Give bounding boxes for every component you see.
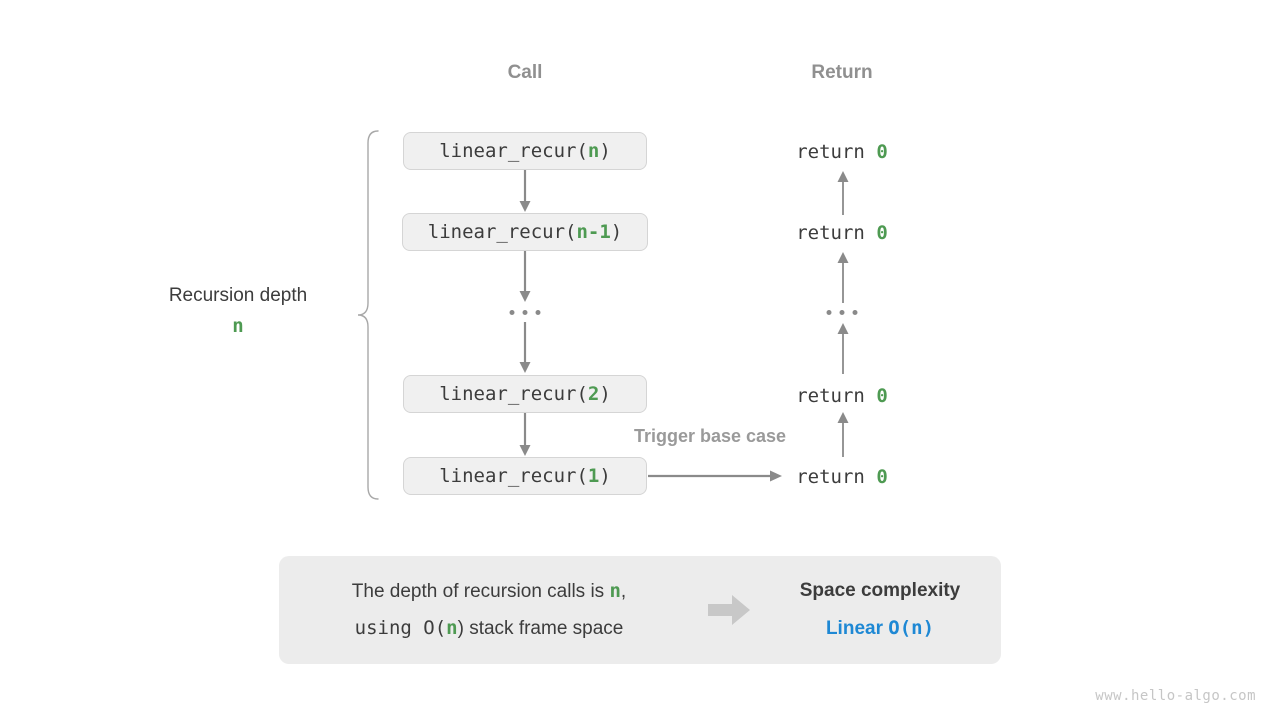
call-frame-arg: n: [587, 140, 600, 162]
call-arrow-down-icon: [519, 251, 531, 302]
call-frame-suffix: ): [599, 383, 611, 405]
summary-line1-after: ,: [620, 580, 627, 602]
return-keyword: return: [796, 466, 877, 488]
return-label[interactable]: return 0: [796, 385, 888, 407]
call-frame-suffix: ): [599, 465, 611, 487]
summary-line1-variable: n: [609, 579, 621, 602]
return-value: 0: [876, 385, 888, 407]
return-arrow-up-icon: [837, 412, 849, 457]
recursion-depth-label: Recursion depth n: [169, 285, 307, 337]
summary-line2-variable: n: [446, 617, 458, 639]
call-frame-box[interactable]: linear_recur(n-1): [402, 213, 648, 251]
return-keyword: return: [796, 222, 877, 244]
return-value: 0: [876, 141, 888, 163]
call-frame-prefix: linear_recur(: [427, 221, 577, 243]
summary-line2-after: ) stack frame space: [457, 618, 624, 639]
summary-line-2: using O(n) stack frame space: [279, 610, 699, 647]
summary-panel: The depth of recursion calls is n, using…: [279, 556, 1001, 664]
call-arrow-down-icon: [519, 413, 531, 456]
summary-line1-before: The depth of recursion calls is: [351, 580, 610, 602]
recursion-depth-variable: n: [232, 315, 244, 337]
call-frame-arg: 1: [587, 465, 600, 487]
call-arrow-down-icon: [519, 170, 531, 212]
call-frame-box[interactable]: linear_recur(1): [403, 457, 647, 495]
return-label[interactable]: return 0: [796, 141, 888, 163]
call-frame-prefix: linear_recur(: [439, 465, 588, 487]
call-frame-suffix: ): [599, 140, 611, 162]
base-case-arrow-icon: [648, 470, 782, 482]
recursion-depth-text: Recursion depth: [168, 285, 308, 306]
return-ellipsis-icon: [826, 310, 858, 315]
call-frame-prefix: linear_recur(: [439, 383, 588, 405]
right-block-arrow-icon: [708, 595, 750, 625]
return-arrow-up-icon: [837, 171, 849, 215]
trigger-base-case-label: Trigger base case: [633, 426, 787, 446]
call-frame-arg: n-1: [576, 221, 611, 243]
return-label[interactable]: return 0: [796, 466, 888, 488]
call-frame-box[interactable]: linear_recur(n): [403, 132, 647, 170]
complexity-word: Linear: [825, 617, 883, 639]
return-arrow-up-icon: [837, 323, 849, 374]
call-frame-arg: 2: [587, 383, 600, 405]
recursion-depth-brace: [357, 130, 379, 500]
return-label[interactable]: return 0: [796, 222, 888, 244]
summary-line-1: The depth of recursion calls is n,: [279, 573, 699, 610]
column-header-return: Return: [811, 62, 873, 83]
call-frame-box[interactable]: linear_recur(2): [403, 375, 647, 413]
summary-arrow-wrapper: [699, 595, 759, 625]
call-ellipsis-icon: [509, 310, 541, 315]
summary-line2-before: using O(: [354, 617, 447, 639]
return-arrow-up-icon: [837, 252, 849, 303]
column-header-call: Call: [507, 62, 543, 83]
space-complexity-value: Linear O(n): [759, 610, 1001, 647]
summary-conclusion: Space complexity Linear O(n): [759, 573, 1001, 646]
return-keyword: return: [796, 141, 877, 163]
return-value: 0: [876, 466, 888, 488]
space-complexity-title: Space complexity: [799, 580, 961, 602]
return-value: 0: [876, 222, 888, 244]
return-keyword: return: [796, 385, 877, 407]
summary-description: The depth of recursion calls is n, using…: [279, 573, 699, 647]
call-frame-prefix: linear_recur(: [439, 140, 588, 162]
call-frame-suffix: ): [610, 221, 623, 243]
call-arrow-down-icon: [519, 322, 531, 373]
complexity-notation: O(n): [888, 616, 935, 639]
watermark-url: www.hello-algo.com: [1095, 688, 1256, 704]
